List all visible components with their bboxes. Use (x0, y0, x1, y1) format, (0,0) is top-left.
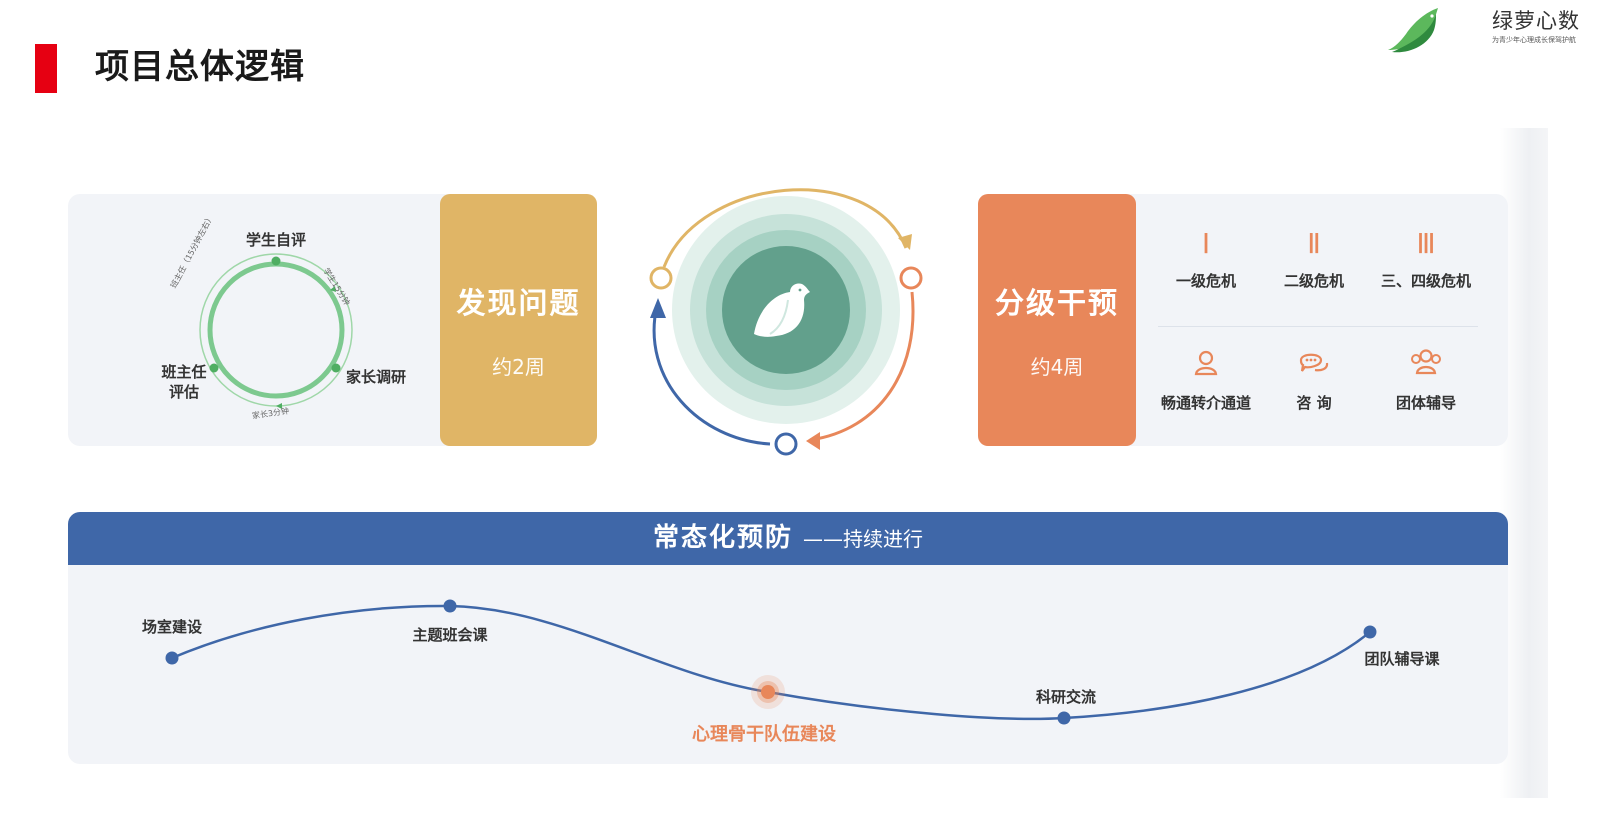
group-icon (1411, 349, 1441, 375)
level-label-2: 二级危机 (1283, 272, 1345, 290)
intervene-card: 分级干预 约4周 (978, 194, 1136, 446)
level-label-3: 三、四级危机 (1380, 272, 1472, 290)
milestone-1: 场室建设 (141, 618, 203, 636)
ring-label-student: 学生自评 (245, 231, 307, 249)
prevention-header: 常态化预防 ——持续进行 (68, 512, 1508, 565)
ring-label-parent: 家长调研 (346, 368, 407, 386)
cycle-diagram (649, 188, 923, 456)
service-label-2: 咨 询 (1296, 394, 1332, 412)
logo-slogan: 为青少年心理成长保驾护航 (1492, 36, 1576, 44)
service-label-1: 畅通转介通道 (1160, 394, 1252, 412)
roman-one-icon: Ⅰ (1201, 227, 1211, 260)
intervene-title: 分级干预 (994, 286, 1119, 320)
right-edge-shadow (1500, 128, 1548, 798)
discover-card: 发现问题 约2周 (440, 194, 597, 446)
person-icon (1194, 350, 1218, 376)
roman-two-icon: Ⅱ (1307, 227, 1321, 260)
assessment-ring-icon (199, 253, 353, 409)
page-title: 项目总体逻辑 (95, 47, 305, 87)
prevention-title: 常态化预防 (652, 523, 793, 553)
chat-bubbles-icon (1299, 353, 1329, 372)
ring-label-teacher: 班主任评估 (161, 363, 207, 401)
intervene-divider (1158, 326, 1478, 327)
level-label-1: 一级危机 (1175, 272, 1237, 290)
milestone-4: 科研交流 (1035, 688, 1097, 706)
service-label-3: 团体辅导 (1395, 394, 1457, 412)
milestone-3: 心理骨干队伍建设 (692, 724, 836, 745)
leaf-bird-logo-icon (1388, 8, 1438, 53)
intervene-duration: 约4周 (1030, 355, 1084, 379)
milestone-2: 主题班会课 (412, 626, 488, 644)
discover-title: 发现问题 (456, 286, 581, 320)
discover-duration: 约2周 (492, 355, 545, 379)
logo-name: 绿萝心数 (1492, 9, 1580, 33)
prevention-subtitle: ——持续进行 (803, 527, 923, 551)
milestone-5: 团队辅导课 (1364, 650, 1440, 668)
roman-three-icon: Ⅲ (1416, 227, 1436, 260)
title-accent-bar (35, 44, 57, 93)
